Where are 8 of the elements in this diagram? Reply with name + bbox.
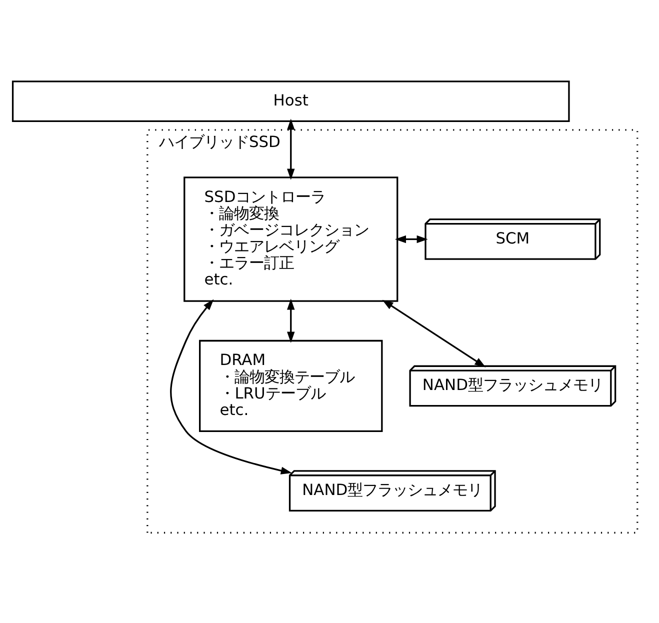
- arrow: [382, 300, 486, 368]
- arrow: [287, 118, 295, 180]
- node-box: Host: [12, 80, 570, 122]
- node-box: SSDコントローラ ・論物変換 ・ガベージコレクション ・ウエアレベリング ・エラー訂正 etc.: [184, 176, 398, 302]
- node-box: DRAM ・論物変換テーブル ・LRUテーブル etc.: [199, 340, 383, 432]
- arrow: [287, 298, 295, 343]
- arrow: [394, 235, 428, 244]
- arrow: [170, 299, 292, 474]
